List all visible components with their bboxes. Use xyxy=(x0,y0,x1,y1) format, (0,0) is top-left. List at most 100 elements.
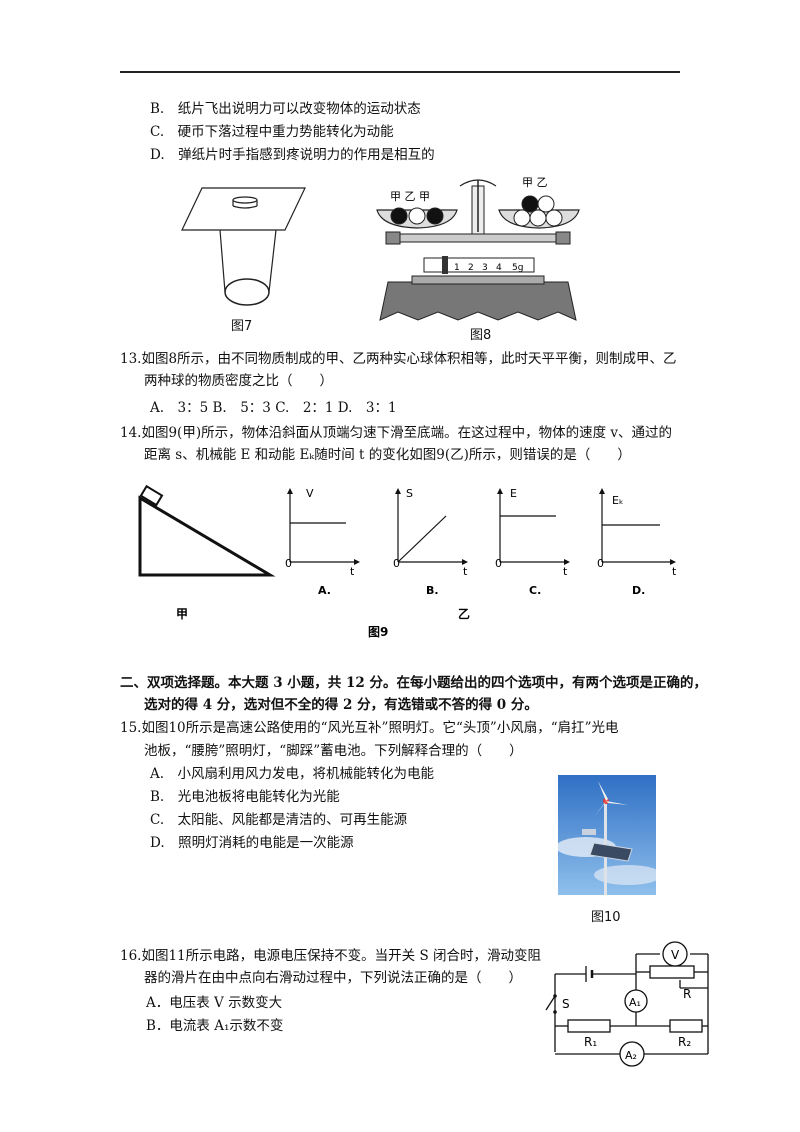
ammeter-a2-label: A₂ xyxy=(625,1049,637,1062)
figure-9-yi-label: 乙 xyxy=(458,607,470,621)
turbine-blade xyxy=(606,801,628,805)
switch-label: S xyxy=(562,997,570,1011)
scale-tick-label: 1 xyxy=(454,263,460,273)
q16-line2: 器的滑片在由中点向右滑动过程中，下列说法正确的是（ ） xyxy=(144,970,522,986)
resistor-r1 xyxy=(567,1019,611,1033)
graph-a: V 0 t A. xyxy=(285,487,360,597)
turbine-blade xyxy=(598,781,608,801)
graph-axis-label: E xyxy=(510,487,517,500)
q13-line2: 两种球的物质密度之比（ ） xyxy=(144,373,333,389)
ball-jia xyxy=(390,207,408,225)
graph-axis-label: t xyxy=(463,565,468,578)
q15-line1: 15.如图10所示是高速公路使用的“风光互补”照明灯。它“头顶”小风扇，“肩扛”… xyxy=(120,720,619,736)
scale-tick-label: 4 xyxy=(496,263,502,273)
q15-option-d: D. 照明灯消耗的电能是一次能源 xyxy=(150,835,354,851)
lamp-head xyxy=(582,829,596,835)
q15-option-a: A. 小风扇利用风力发电，将机械能转化为电能 xyxy=(150,766,435,782)
r2-label: R₂ xyxy=(678,1035,691,1049)
ball xyxy=(513,209,531,227)
figure-8-balance: 甲 乙 甲 甲 乙 1 2 3 4 5g xyxy=(376,176,580,321)
turbine-blade xyxy=(594,801,606,817)
section2-line1: 二、双项选择题。本大题 3 小题，共 12 分。在每小题给出的四个选项中，有两个… xyxy=(120,675,707,691)
ball xyxy=(529,209,547,227)
section2-line2: 选对的得 4 分，选对但不全的得 2 分，有选错或不答的得 0 分。 xyxy=(144,697,538,713)
q16-option-a: A．电压表 V 示数变大 xyxy=(146,995,283,1011)
figure-10-photo xyxy=(558,775,656,895)
ball-yi xyxy=(408,207,426,225)
balance-nut xyxy=(555,231,571,245)
incline xyxy=(138,495,276,577)
beam xyxy=(395,233,561,243)
voltmeter xyxy=(662,941,688,967)
figure-7-diagram xyxy=(181,187,306,306)
graph-axis-label: t xyxy=(672,565,677,578)
figure-9-caption: 图9 xyxy=(368,625,388,639)
scale-tick-label: 5g xyxy=(512,263,523,273)
q12-option-c: C. 硬币下落过程中重力势能转化为动能 xyxy=(150,124,394,140)
ammeter-a2 xyxy=(619,1041,645,1067)
q14-line1: 14.如图9(甲)所示，物体沿斜面从顶端匀速下滑至底端。在这过程中，物体的速度 … xyxy=(120,425,673,441)
ball-jia xyxy=(521,195,539,213)
graph-label: C. xyxy=(529,584,541,597)
solar-panel xyxy=(589,842,633,862)
graph-b: S 0 t B. xyxy=(393,487,468,597)
circuit-diagram: V A₁ A₂ R R₁ R₂ S xyxy=(545,941,709,1067)
q12-option-b: B. 纸片飞出说明力可以改变物体的运动状态 xyxy=(150,101,421,117)
resistor-r2 xyxy=(669,1019,703,1033)
graph-origin: 0 xyxy=(597,557,604,570)
paper-card xyxy=(181,187,306,231)
graph-axis-label: t xyxy=(563,565,568,578)
graph-origin: 0 xyxy=(285,557,292,570)
ball xyxy=(545,209,563,227)
voltmeter-label: V xyxy=(671,948,680,962)
figure-10-caption: 图10 xyxy=(591,910,621,925)
cup-right-wall xyxy=(268,229,277,293)
q15-option-c: C. 太阳能、风能都是清洁的、可再生能源 xyxy=(150,812,408,828)
ball-yi xyxy=(537,195,555,213)
rheostat-resistor xyxy=(649,965,695,979)
scale-tick-label: 2 xyxy=(468,263,474,273)
figure-7-caption: 图7 xyxy=(231,319,253,334)
q12-option-d: D. 弹纸片时手指感到疼说明力的作用是相互的 xyxy=(150,147,435,163)
q16-option-b: B．电流表 A₁示数不变 xyxy=(146,1018,284,1034)
balance-base xyxy=(379,281,577,321)
scale-tick-label: 3 xyxy=(482,263,488,273)
sliding-block xyxy=(139,484,164,507)
graph-label: B. xyxy=(426,584,439,597)
graph-origin: 0 xyxy=(393,557,400,570)
balance-nut xyxy=(385,231,401,245)
q15-option-b: B. 光电池板将电能转化为光能 xyxy=(150,789,340,805)
graph-axis-label: Eₖ xyxy=(612,494,624,507)
graph-axis-label: S xyxy=(406,487,413,500)
header-rule xyxy=(120,71,680,73)
graph-d: Eₖ 0 t D. xyxy=(597,488,677,597)
graph-c: E 0 t C. xyxy=(495,487,570,597)
q15-line2: 池板，“腰胯”照明灯，“脚踩”蓄电池。下列解释合理的（ ） xyxy=(144,743,523,759)
switch-s xyxy=(545,995,556,1011)
graph-axis-label: V xyxy=(306,487,314,500)
ammeter-a1 xyxy=(624,989,648,1013)
rider xyxy=(442,256,448,274)
graph-line xyxy=(397,515,447,563)
graph-label: A. xyxy=(318,584,331,597)
q16-line1: 16.如图11所示电路，电源电压保持不变。当开关 S 闭合时，滑动变阻 xyxy=(120,948,541,964)
graph-origin: 0 xyxy=(495,557,502,570)
graph-axis-label: t xyxy=(350,565,355,578)
figure-8-caption: 图8 xyxy=(470,328,492,343)
q13-options: A. 3：5 B. 5：3 C. 2：1 D. 3：1 xyxy=(150,400,397,416)
rheostat-label: R xyxy=(683,987,691,1001)
cup-mouth xyxy=(224,278,270,306)
ball-jia xyxy=(426,207,444,225)
r1-label: R₁ xyxy=(584,1035,597,1049)
q14-line2: 距离 s、机械能 E 和动能 Eₖ随时间 t 的变化如图9(乙)所示，则错误的是… xyxy=(144,447,631,463)
right-ball-labels: 甲 乙 xyxy=(522,176,548,189)
q13-line1: 13.如图8所示，由不同物质制成的甲、乙两种实心球体积相等，此时天平平衡，则制成… xyxy=(120,351,677,367)
graph-label: D. xyxy=(632,584,645,597)
coin xyxy=(232,196,258,204)
figure-9: V 0 t A. S 0 t B. E 0 t C. Eₖ 0 t D xyxy=(138,484,677,639)
rider-scale xyxy=(423,257,535,273)
cup-left-wall xyxy=(219,229,226,293)
ammeter-a1-label: A₁ xyxy=(629,996,641,1009)
figure-9-jia-label: 甲 xyxy=(176,607,188,621)
left-ball-labels: 甲 乙 甲 xyxy=(390,190,430,203)
